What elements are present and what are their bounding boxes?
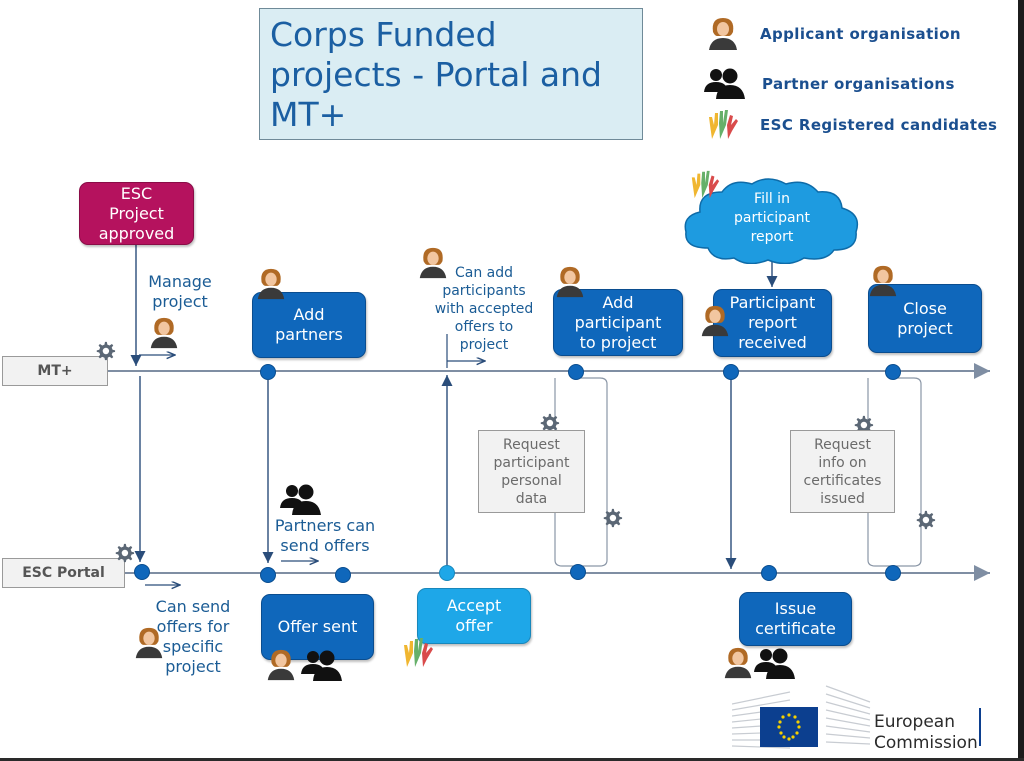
applicant-icon (724, 647, 752, 679)
gear-icon (854, 415, 874, 435)
gear-icon (540, 413, 560, 433)
step-fill-report: Fill in participant report (733, 191, 810, 245)
european-commission-wordmark: European Commission (874, 712, 978, 753)
lane-mt-label: MT+ (2, 356, 108, 386)
eu-commission-logo (732, 685, 871, 749)
note-manage-project: Manage project (148, 272, 212, 311)
box-request-certificate-info: Request info on certificates issued (790, 430, 895, 513)
step-report-received: Participant report received (713, 289, 832, 357)
applicant-icon (257, 268, 285, 300)
applicant-icon (556, 266, 584, 298)
step-add-participant: Add participant to project (553, 289, 683, 356)
step-project-approved: ESC Project approved (79, 182, 194, 245)
partners-icon (280, 484, 321, 515)
applicant-icon (709, 18, 737, 50)
legend-candidates: ESC Registered candidates (760, 116, 998, 134)
partners-icon (704, 68, 745, 99)
gear-icon (916, 510, 936, 530)
gear-icon (96, 341, 116, 361)
applicant-icon (267, 649, 295, 681)
gear-icon (603, 508, 623, 528)
applicant-icon (150, 317, 178, 349)
cloud-shape (684, 178, 859, 264)
raised-hands-icon (709, 110, 738, 139)
lane-portal-label: ESC Portal (2, 558, 125, 588)
raised-hands-icon (404, 638, 433, 667)
portal-nodes (134, 564, 901, 583)
applicant-icon (869, 265, 897, 297)
legend-partners: Partner organisations (762, 75, 955, 93)
applicant-icon (135, 627, 163, 659)
raised-hands-icon (691, 170, 720, 199)
applicant-icon (701, 305, 729, 337)
partners-icon (754, 648, 795, 679)
note-partners-send-offers: Partners can send offers (274, 516, 376, 555)
step-issue-certificate: Issue certificate (739, 592, 852, 646)
logo-divider (979, 708, 981, 746)
window-edge-bottom (0, 758, 1024, 761)
step-add-partners: Add partners (252, 292, 366, 358)
applicant-icon (419, 247, 447, 279)
legend-applicant: Applicant organisation (760, 25, 961, 43)
box-request-personal-data: Request participant personal data (478, 430, 585, 513)
step-offer-sent: Offer sent (261, 594, 374, 660)
note-can-add-participants: Can add participants with accepted offer… (434, 265, 534, 353)
partners-icon (301, 650, 342, 681)
page-title: Corps Funded projects - Portal and MT+ (259, 8, 643, 140)
note-can-send-offers: Can send offers for specific project (155, 597, 231, 676)
window-edge (1018, 0, 1024, 761)
mt-nodes (260, 364, 901, 380)
gear-icon (115, 543, 135, 563)
step-accept-offer: Accept offer (417, 588, 531, 644)
